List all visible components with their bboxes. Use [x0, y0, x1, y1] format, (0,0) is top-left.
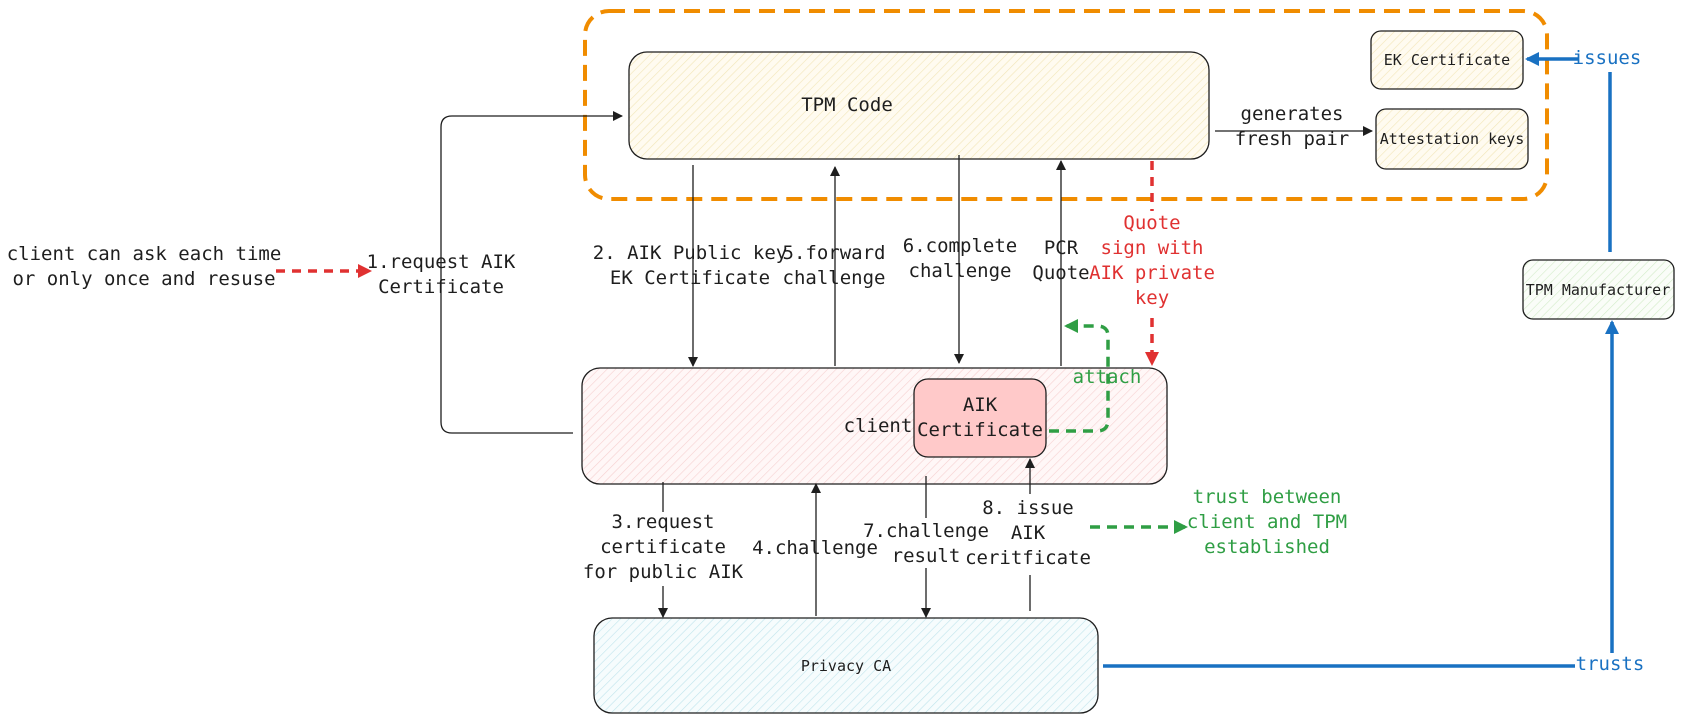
step2-label: 2. AIK Public key EK Certificate — [592, 242, 788, 289]
tpm-manufacturer-box — [1522, 259, 1675, 320]
issues-label: issues — [1572, 47, 1642, 69]
attestation-keys-box — [1375, 108, 1529, 170]
step3-label: 3.request certificate for public AIK — [582, 511, 744, 583]
tpm-boundary — [583, 9, 1549, 201]
privacy-ca-box — [593, 617, 1099, 714]
step7-label: 7.challenge result — [863, 520, 989, 567]
trust-established-label: trust between client and TPM established — [1186, 486, 1348, 558]
generates-label: generates fresh pair — [1234, 103, 1350, 150]
step1-label: 1.request AIK Certificate — [366, 251, 516, 298]
attach-label: attach — [1072, 366, 1142, 388]
ek-certificate-label: EK Certificate — [1383, 51, 1511, 69]
arrow-step1 — [440, 111, 623, 434]
step8-label: 8. issue AIK ceritficate — [965, 497, 1091, 569]
client-note-label: client can ask each time or only once an… — [6, 243, 282, 290]
step5-label: 5.forward challenge — [782, 242, 886, 289]
tpm-code-box — [628, 51, 1210, 160]
attestation-keys-label: Attestation keys — [1379, 130, 1525, 148]
aik-certificate-box — [913, 378, 1047, 458]
privacy-ca-label: Privacy CA — [800, 657, 892, 675]
ek-certificate-box — [1370, 30, 1524, 90]
step6-label: 6.complete challenge — [902, 235, 1018, 282]
tpm-manufacturer-label: TPM Manufacturer — [1525, 281, 1671, 299]
arrow-attach — [1049, 319, 1110, 433]
trusts-label: trusts — [1575, 653, 1645, 675]
pcr-quote-label: PCR Quote — [1032, 237, 1090, 284]
quote-sign-label: Quote sign with AIK private key — [1089, 212, 1215, 309]
aik-certificate-label: AIK Certificate — [917, 394, 1043, 441]
tpm-code-label: TPM Code — [801, 94, 893, 116]
step4-label: 4.challenge — [752, 537, 878, 559]
client-label: client — [843, 415, 913, 437]
